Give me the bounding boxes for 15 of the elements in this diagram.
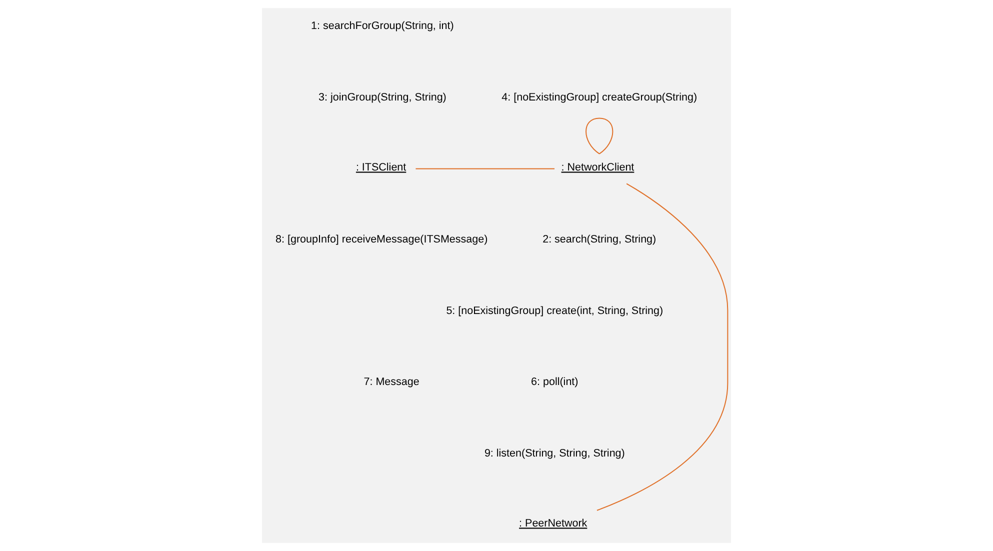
node-text: : NetworkClient: [561, 162, 634, 174]
connector: [415, 168, 556, 170]
label: 7: Message: [364, 376, 420, 388]
connector: [586, 118, 614, 154]
node-text: : ITSClient: [356, 162, 406, 174]
node-text: : PeerNetwork: [519, 518, 588, 530]
label: 9: listen(String, String, String): [484, 447, 625, 460]
label: 5: [noExistingGroup] create(int, String, String): [446, 304, 664, 317]
label: 1: searchForGroup(String, int): [311, 20, 454, 32]
label: 2: search(String, String): [542, 234, 656, 246]
label: 4: [noExistingGroup] createGroup(String): [502, 91, 698, 104]
connector: [596, 183, 728, 511]
label: 6: poll(int): [531, 376, 578, 388]
label: 3: joinGroup(String, String): [318, 91, 446, 104]
label: 8: [groupInfo] receiveMessage(ITSMessage): [276, 234, 488, 246]
